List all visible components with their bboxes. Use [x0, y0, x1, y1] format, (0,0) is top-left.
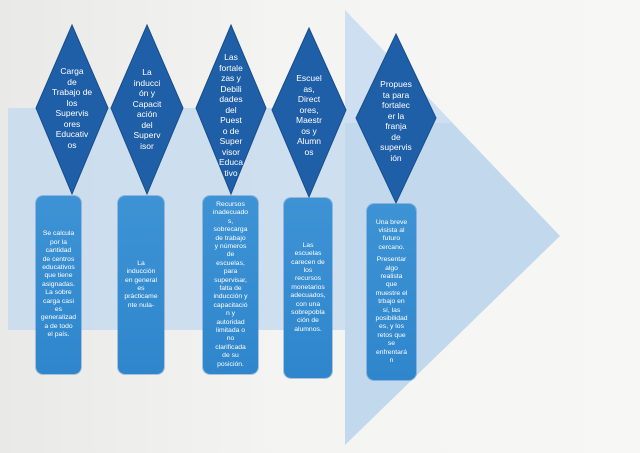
arrow-band — [8, 108, 345, 330]
diamond-5 — [355, 32, 437, 205]
description-3-text: Recursos inadecuado s, sobrecarga de tra… — [212, 200, 249, 368]
description-5-text-a: Una breve visista al futuro cercano. — [375, 218, 408, 251]
diamond-4 — [271, 26, 347, 199]
diamond-5-label: Propues ta para fortalec er la franja de… — [380, 79, 412, 163]
description-4-text: Las escuelas carecen de los recursos mon… — [290, 241, 326, 333]
diamond-2-label: La inducci ón y Capacit ación del Superv… — [132, 67, 162, 151]
diamond-1-label: Carga de Trabajo de los Supervis ores Ed… — [51, 66, 93, 150]
description-box-5: Una breve visista al futuro cercano. Pre… — [367, 204, 416, 380]
diamond-1 — [35, 23, 109, 196]
description-5-text-b: Presentar algo realista que muestre el t… — [375, 256, 408, 365]
diamond-4-label: Escuel as, Direct ores, Maestr os y Alum… — [296, 73, 322, 157]
description-box-4: Las escuelas carecen de los recursos mon… — [284, 198, 332, 378]
description-box-1: Se calcula por la cantidad de centros ed… — [36, 196, 81, 374]
diamond-3-label: Las fortale zas y Debili dades del Puest… — [218, 52, 244, 178]
description-1-text: Se calcula por la cantidad de centros ed… — [40, 230, 77, 339]
description-2-text: La inducción en general es prácticame nt… — [124, 259, 158, 309]
diamond-2 — [110, 23, 184, 196]
diamond-3 — [195, 23, 267, 196]
description-box-3: Recursos inadecuado s, sobrecarga de tra… — [203, 196, 258, 374]
description-box-2: La inducción en general es prácticame nt… — [118, 196, 164, 374]
